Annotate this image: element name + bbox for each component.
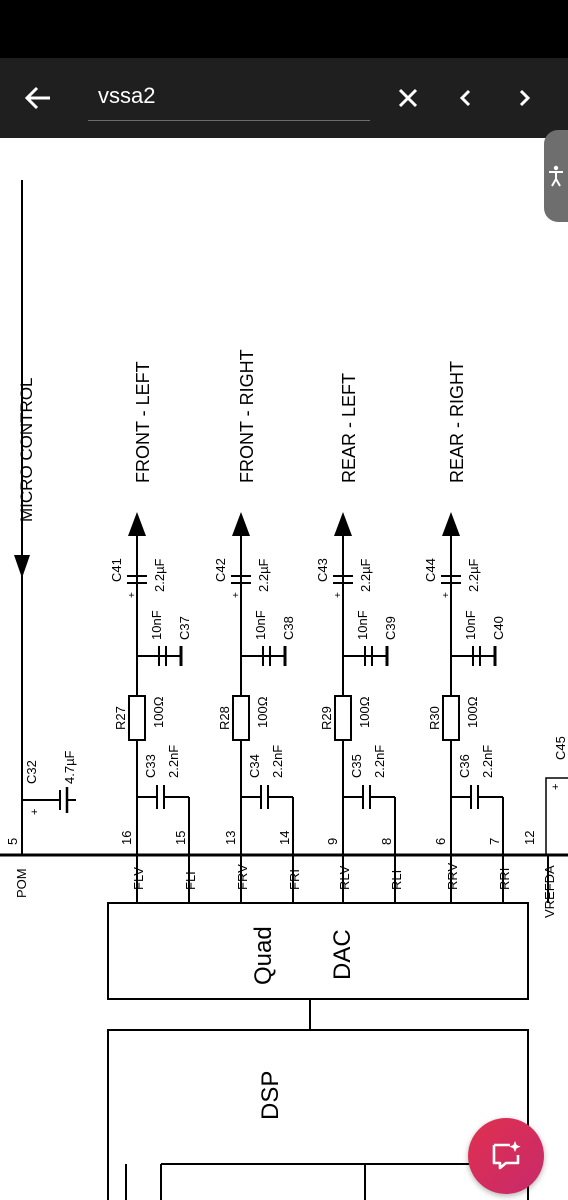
resistor <box>334 695 352 741</box>
plus-sign: + <box>231 592 242 598</box>
cap-value: 2.2µF <box>256 558 271 592</box>
signal-label: POM <box>14 868 29 898</box>
cap-value: 10nF <box>355 610 370 640</box>
pin-number: 9 <box>325 838 340 845</box>
resistor-ref: R28 <box>217 706 232 730</box>
chat-sparkle-icon[interactable] <box>468 1118 544 1194</box>
signal-label: FLV <box>131 867 146 890</box>
pin-number: 12 <box>522 831 537 845</box>
back-arrow-icon[interactable] <box>16 76 60 120</box>
cap-value: 2.2nF <box>270 745 285 778</box>
resistor-ref: R29 <box>319 706 334 730</box>
resistor-ref: R27 <box>113 706 128 730</box>
signal-label: FRV <box>235 864 250 890</box>
pin-number: 13 <box>223 831 238 845</box>
signal-label: RLI <box>389 870 404 890</box>
cap-ref: C41 <box>109 558 124 582</box>
cap-ref: C45 <box>553 736 568 760</box>
cap-ref: C44 <box>423 558 438 582</box>
cap-value: 2.2µF <box>152 558 167 592</box>
signal-label: FRI <box>287 869 302 890</box>
channel-label: REAR - LEFT <box>339 373 359 483</box>
search-toolbar <box>0 58 568 138</box>
block-label: Quad <box>250 926 277 985</box>
cap-ref: C37 <box>177 616 192 640</box>
resistor <box>442 695 460 741</box>
micro-control-label: MICRO CONTROL <box>17 378 36 523</box>
clear-icon[interactable] <box>386 76 430 120</box>
resistor <box>128 695 146 741</box>
cap-ref: C35 <box>349 754 364 778</box>
cap-value: 2.2nF <box>166 745 181 778</box>
cap-value: 10nF <box>463 610 478 640</box>
cap-ref: C40 <box>491 616 506 640</box>
pin-number: 16 <box>119 831 134 845</box>
search-field[interactable] <box>88 76 370 121</box>
signal-label: VREFDA <box>542 865 557 918</box>
pin-number: 6 <box>433 838 448 845</box>
resistor-value: 100Ω <box>151 696 166 728</box>
status-bar <box>0 0 568 58</box>
channel-label: REAR - RIGHT <box>447 361 467 483</box>
cap-ref: C43 <box>315 558 330 582</box>
plus-sign: + <box>441 592 452 598</box>
pin-number: 14 <box>277 831 292 845</box>
cap-ref: C36 <box>457 754 472 778</box>
cap-value: 2.2nF <box>372 745 387 778</box>
pin-number: 7 <box>487 838 502 845</box>
pin-number: 8 <box>379 838 394 845</box>
cap-value: 2.2µF <box>466 558 481 592</box>
cap-ref: C32 <box>24 760 39 784</box>
search-input[interactable] <box>88 76 370 116</box>
channel-label: FRONT - RIGHT <box>237 349 257 483</box>
cap-ref: C33 <box>143 754 158 778</box>
resistor-value: 100Ω <box>255 696 270 728</box>
resistor <box>232 695 250 741</box>
cap-value: 10nF <box>253 610 268 640</box>
output-arrow-icon <box>334 512 352 536</box>
signal-label: RRV <box>445 862 460 890</box>
cap-value: 4.7µF <box>62 750 77 784</box>
pin-number: 15 <box>173 831 188 845</box>
cap-value: 10nF <box>149 610 164 640</box>
chevron-left-icon[interactable] <box>444 76 488 120</box>
plus-sign: + <box>29 809 41 815</box>
channel-label: FRONT - LEFT <box>133 361 153 483</box>
cap-outline <box>545 777 568 856</box>
dac-block <box>107 902 529 1000</box>
cap-ref: C42 <box>213 558 228 582</box>
output-arrow-icon <box>232 512 250 536</box>
output-arrow-icon <box>442 512 460 536</box>
block-label: DAC <box>329 929 356 980</box>
signal-label: RLV <box>337 865 352 890</box>
resistor-value: 100Ω <box>465 696 480 728</box>
signal-label: FLI <box>183 871 198 890</box>
block-label: DSP <box>257 1071 284 1120</box>
cap-ref: C34 <box>247 754 262 778</box>
plus-sign: + <box>333 592 344 598</box>
signal-label: RRI <box>497 868 512 890</box>
cap-value: 2.2nF <box>480 745 495 778</box>
accessibility-icon[interactable] <box>544 130 568 222</box>
cap-ref: C38 <box>281 616 296 640</box>
dsp-block <box>107 1029 529 1200</box>
plus-sign: + <box>127 592 138 598</box>
cap-value: 2.2µF <box>358 558 373 592</box>
resistor-value: 100Ω <box>357 696 372 728</box>
chevron-right-icon[interactable] <box>502 76 546 120</box>
output-arrow-icon <box>128 512 146 536</box>
resistor-ref: R30 <box>427 706 442 730</box>
plus-sign: + <box>550 784 562 790</box>
arrow-icon <box>14 555 30 578</box>
pin-number: 5 <box>5 838 20 845</box>
cap-ref: C39 <box>383 616 398 640</box>
